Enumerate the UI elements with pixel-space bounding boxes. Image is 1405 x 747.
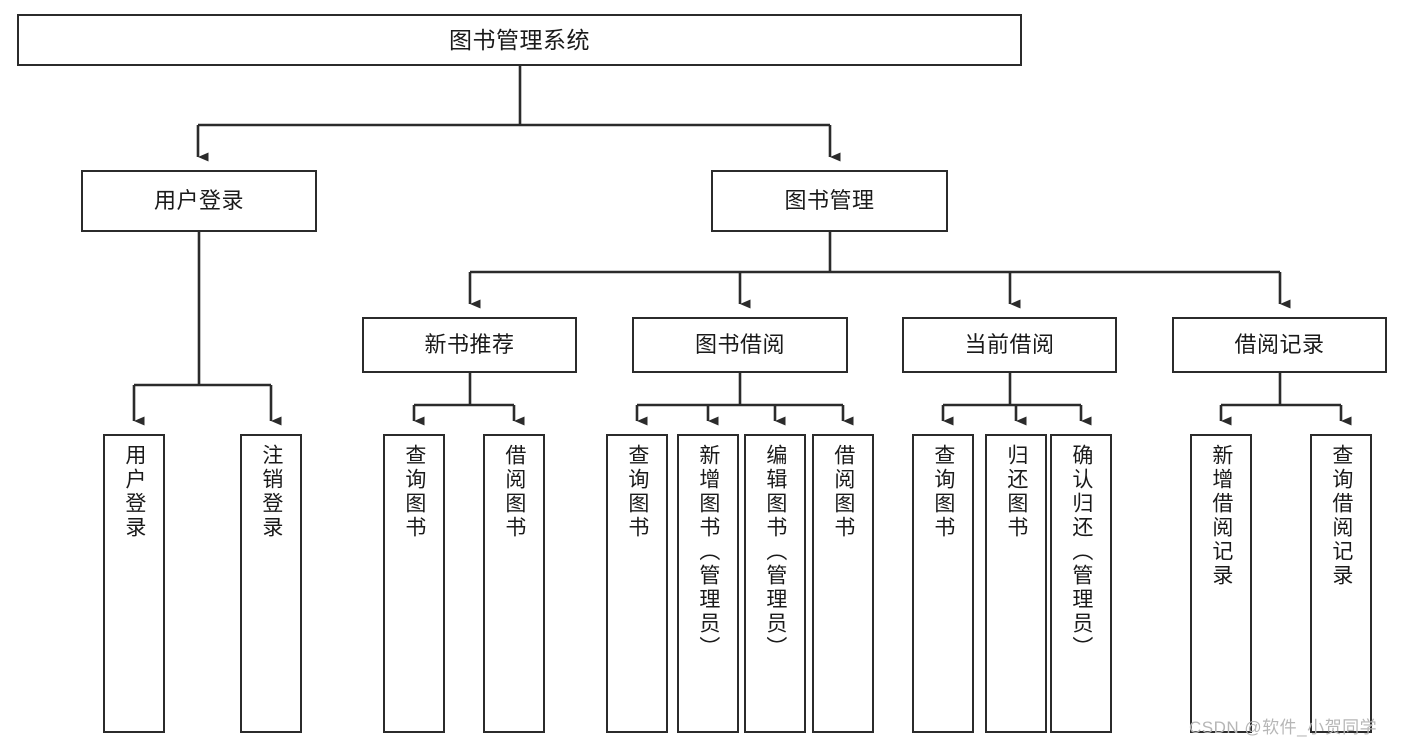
node-leaf-borrow-book-newbook[interactable]: 借阅图书: [483, 434, 545, 733]
csdn-watermark: CSDN @软件_小贺同学: [1189, 718, 1378, 737]
node-leaf-return-book-label: 归还图书: [1004, 444, 1028, 540]
node-leaf-user-login[interactable]: 用户登录: [103, 434, 165, 733]
node-leaf-borrow-book-newbook-label: 借阅图书: [502, 444, 526, 540]
node-root-book-management-system[interactable]: 图书管理系统: [17, 14, 1022, 66]
node-leaf-query-book-newbook[interactable]: 查询图书: [383, 434, 445, 733]
node-leaf-confirm-return-admin-label: 确认归还（管理员）: [1069, 444, 1093, 660]
node-book-borrow[interactable]: 图书借阅: [632, 317, 848, 373]
node-leaf-borrow-book-label: 借阅图书: [831, 444, 855, 540]
node-leaf-query-book-newbook-label: 查询图书: [402, 444, 426, 540]
node-current-borrow-label: 当前借阅: [964, 332, 1055, 358]
node-leaf-query-borrow-record-label: 查询借阅记录: [1329, 444, 1353, 588]
node-leaf-borrow-book[interactable]: 借阅图书: [812, 434, 874, 733]
node-new-book-recommend[interactable]: 新书推荐: [362, 317, 577, 373]
node-leaf-query-book-current-label: 查询图书: [931, 444, 955, 540]
node-leaf-add-book-admin[interactable]: 新增图书（管理员）: [677, 434, 739, 733]
node-leaf-edit-book-admin-label: 编辑图书（管理员）: [763, 444, 787, 660]
node-book-borrow-label: 图书借阅: [694, 332, 785, 358]
node-leaf-query-borrow-record[interactable]: 查询借阅记录: [1310, 434, 1372, 733]
node-leaf-confirm-return-admin[interactable]: 确认归还（管理员）: [1050, 434, 1112, 733]
node-leaf-add-borrow-record-label: 新增借阅记录: [1209, 444, 1233, 588]
node-borrow-record-label: 借阅记录: [1234, 332, 1325, 358]
node-leaf-query-book-borrow[interactable]: 查询图书: [606, 434, 668, 733]
node-leaf-user-login-label: 用户登录: [122, 444, 146, 540]
node-leaf-return-book[interactable]: 归还图书: [985, 434, 1047, 733]
node-leaf-edit-book-admin[interactable]: 编辑图书（管理员）: [744, 434, 806, 733]
node-leaf-logout-label: 注销登录: [259, 444, 283, 540]
node-book-management-label: 图书管理: [784, 188, 875, 214]
node-user-login-label: 用户登录: [153, 188, 244, 214]
node-book-management[interactable]: 图书管理: [711, 170, 948, 232]
node-new-book-recommend-label: 新书推荐: [424, 332, 515, 358]
node-root-label: 图书管理系统: [449, 26, 590, 53]
node-leaf-add-book-admin-label: 新增图书（管理员）: [696, 444, 720, 660]
node-leaf-query-book-borrow-label: 查询图书: [625, 444, 649, 540]
node-leaf-query-book-current[interactable]: 查询图书: [912, 434, 974, 733]
node-borrow-record[interactable]: 借阅记录: [1172, 317, 1387, 373]
node-user-login[interactable]: 用户登录: [81, 170, 317, 232]
node-leaf-add-borrow-record[interactable]: 新增借阅记录: [1190, 434, 1252, 733]
node-leaf-logout[interactable]: 注销登录: [240, 434, 302, 733]
node-current-borrow[interactable]: 当前借阅: [902, 317, 1117, 373]
